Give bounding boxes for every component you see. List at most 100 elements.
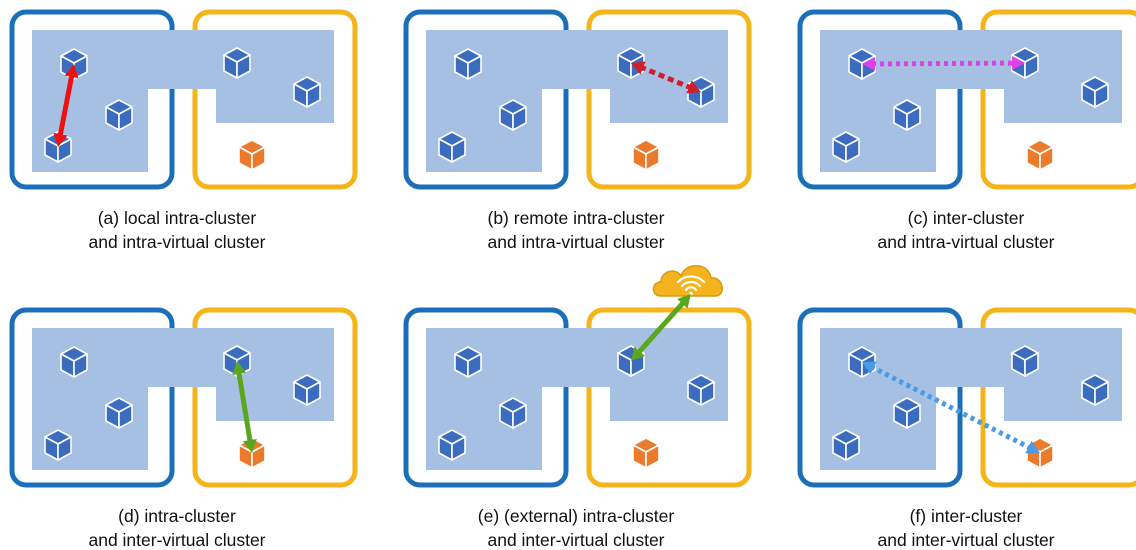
panel-f-communication-arrow bbox=[862, 361, 1040, 454]
panel-b-node-3-icon-right bbox=[451, 138, 466, 163]
panel-c-node-2-icon-right bbox=[906, 106, 921, 131]
panel-d-node-4-icon bbox=[223, 345, 251, 377]
panel-e-cloud-icon-wifi-arc-inner bbox=[684, 286, 698, 292]
panel-e-node-3-icon bbox=[438, 429, 466, 461]
panel-a-node-2-icon bbox=[105, 99, 133, 131]
panel-f-node-5-icon bbox=[1081, 374, 1109, 406]
panel-a-diagram bbox=[9, 9, 358, 190]
panel-a-node-1-icon-right bbox=[73, 55, 88, 80]
panel-d-communication-arrow-shaft bbox=[236, 370, 253, 444]
panel-c-communication-arrow bbox=[862, 56, 1025, 71]
panel-d-caption-line1: (d) intra-cluster bbox=[118, 506, 236, 526]
panel-a-caption-line1: (a) local intra-cluster bbox=[98, 208, 257, 228]
panel-c-communication-arrow-head-start bbox=[862, 56, 876, 71]
panel-e-node-1-icon-right bbox=[467, 353, 482, 378]
panel-a-external-node-icon-right bbox=[251, 146, 266, 171]
panel-a: (a) local intra-cluster and intra-virtua… bbox=[9, 9, 358, 252]
panel-e-cloud-icon bbox=[652, 265, 723, 297]
panel-d-node-1-icon-right bbox=[73, 353, 88, 378]
panel-f-node-4-icon bbox=[1011, 345, 1039, 377]
panel-a-node-5-icon bbox=[293, 76, 321, 108]
panel-f-node-5-icon-right bbox=[1094, 381, 1109, 406]
panel-f-node-4-icon-right bbox=[1024, 352, 1039, 377]
panel-a-virtual-cluster-region bbox=[32, 30, 334, 172]
panel-a-external-node-icon bbox=[238, 139, 266, 171]
panel-b-virtual-cluster-region bbox=[426, 30, 728, 172]
panel-c-communication-arrow-head-end bbox=[1011, 56, 1025, 71]
panel-b-external-node-icon-right bbox=[645, 146, 660, 171]
panel-e-node-5-icon-right bbox=[700, 381, 715, 406]
panel-c-node-4-icon-right bbox=[1024, 54, 1039, 79]
panel-f-communication-arrow-head-start bbox=[862, 361, 877, 375]
panel-d-communication-arrow-head-start bbox=[232, 361, 247, 375]
panel-b-node-1-icon bbox=[454, 48, 482, 80]
panel-e-caption-line1: (e) (external) intra-cluster bbox=[478, 506, 675, 526]
panel-d-node-2-icon-right bbox=[118, 404, 133, 429]
panel-d-node-3-icon-right bbox=[57, 436, 72, 461]
panel-e-cloud-icon-wifi-icon bbox=[676, 275, 706, 296]
panel-f-node-2-icon bbox=[893, 397, 921, 429]
panel-f-virtual-cluster-region bbox=[820, 328, 1122, 470]
panel-a-caption-line2: and intra-virtual cluster bbox=[88, 232, 265, 252]
panel-d-external-node-icon-right bbox=[251, 444, 266, 469]
panel-c-caption-line1: (c) inter-cluster bbox=[908, 208, 1025, 228]
panel-e-diagram bbox=[403, 265, 752, 488]
panel-d-node-2-icon bbox=[105, 397, 133, 429]
panel-b: (b) remote intra-cluster and intra-virtu… bbox=[403, 9, 752, 252]
panel-a-node-4-icon bbox=[223, 47, 251, 79]
panel-e-node-2-icon-right bbox=[512, 404, 527, 429]
panel-d-communication-arrow-head-end bbox=[242, 439, 257, 453]
panel-e-external-node-icon bbox=[632, 437, 660, 469]
panel-e: (e) (external) intra-cluster and inter-v… bbox=[403, 265, 752, 550]
panel-c-node-3-icon bbox=[832, 131, 860, 163]
panel-a-communication-arrow-head-start bbox=[64, 64, 79, 79]
panel-c-external-node-icon bbox=[1026, 139, 1054, 171]
panel-e-communication-arrow-head-start bbox=[631, 346, 645, 361]
panel-d-virtual-cluster-region bbox=[32, 328, 334, 470]
panel-b-node-1-icon-right bbox=[467, 55, 482, 80]
panel-b-communication-arrow-head-start bbox=[631, 61, 646, 75]
panel-c-node-5-icon-right bbox=[1094, 83, 1109, 108]
panel-e-virtual-cluster-region bbox=[426, 328, 728, 470]
panel-f-caption-line2: and inter-virtual cluster bbox=[877, 530, 1054, 550]
panel-b-external-node-icon bbox=[632, 139, 660, 171]
panel-b-caption-line2: and intra-virtual cluster bbox=[487, 232, 664, 252]
panel-e-node-2-icon bbox=[499, 397, 527, 429]
panel-f-communication-arrow-head-end bbox=[1025, 440, 1040, 454]
panel-d: (d) intra-cluster and inter-virtual clus… bbox=[9, 307, 358, 550]
panel-b-node-5-icon bbox=[687, 76, 715, 108]
panel-b-communication-arrow-head-end bbox=[686, 80, 701, 94]
panel-f-caption-line1: (f) inter-cluster bbox=[910, 506, 1023, 526]
panel-b-node-2-icon bbox=[499, 99, 527, 131]
panel-a-node-4-icon-right bbox=[236, 54, 251, 79]
panel-b-node-3-icon bbox=[438, 131, 466, 163]
panel-c-external-node-icon-right bbox=[1039, 146, 1054, 171]
panel-a-communication-arrow-shaft bbox=[57, 73, 75, 138]
panel-c-diagram bbox=[797, 9, 1136, 190]
panel-e-cloud-icon-wifi-arc-middle bbox=[680, 280, 702, 288]
panel-c-node-5-icon bbox=[1081, 76, 1109, 108]
panel-b-node-2-icon-right bbox=[512, 106, 527, 131]
panel-f-diagram bbox=[797, 307, 1136, 488]
panel-e-cloud-icon-wifi-arc-outer bbox=[676, 275, 706, 284]
panel-b-diagram bbox=[403, 9, 752, 190]
panel-b-caption-line1: (b) remote intra-cluster bbox=[488, 208, 665, 228]
panel-e-node-3-icon-right bbox=[451, 436, 466, 461]
panel-d-node-3-icon bbox=[44, 429, 72, 461]
panel-d-caption-line2: and inter-virtual cluster bbox=[88, 530, 265, 550]
panel-b-node-4-icon bbox=[617, 47, 645, 79]
panel-c-node-2-icon bbox=[893, 99, 921, 131]
panel-e-external-node-icon-right bbox=[645, 444, 660, 469]
panel-f-node-2-icon-right bbox=[906, 404, 921, 429]
panel-b-communication-arrow bbox=[631, 61, 701, 94]
panel-d-node-5-icon bbox=[293, 374, 321, 406]
panel-e-communication-arrow bbox=[631, 294, 691, 361]
panel-e-caption-line2: and inter-virtual cluster bbox=[487, 530, 664, 550]
panel-e-node-5-icon bbox=[687, 374, 715, 406]
panel-c: (c) inter-cluster and intra-virtual clus… bbox=[797, 9, 1136, 252]
panel-c-caption-line2: and intra-virtual cluster bbox=[877, 232, 1054, 252]
panel-e-node-1-icon bbox=[454, 346, 482, 378]
panel-a-node-3-icon-right bbox=[57, 138, 72, 163]
panel-f: (f) inter-cluster and inter-virtual clus… bbox=[797, 307, 1136, 550]
